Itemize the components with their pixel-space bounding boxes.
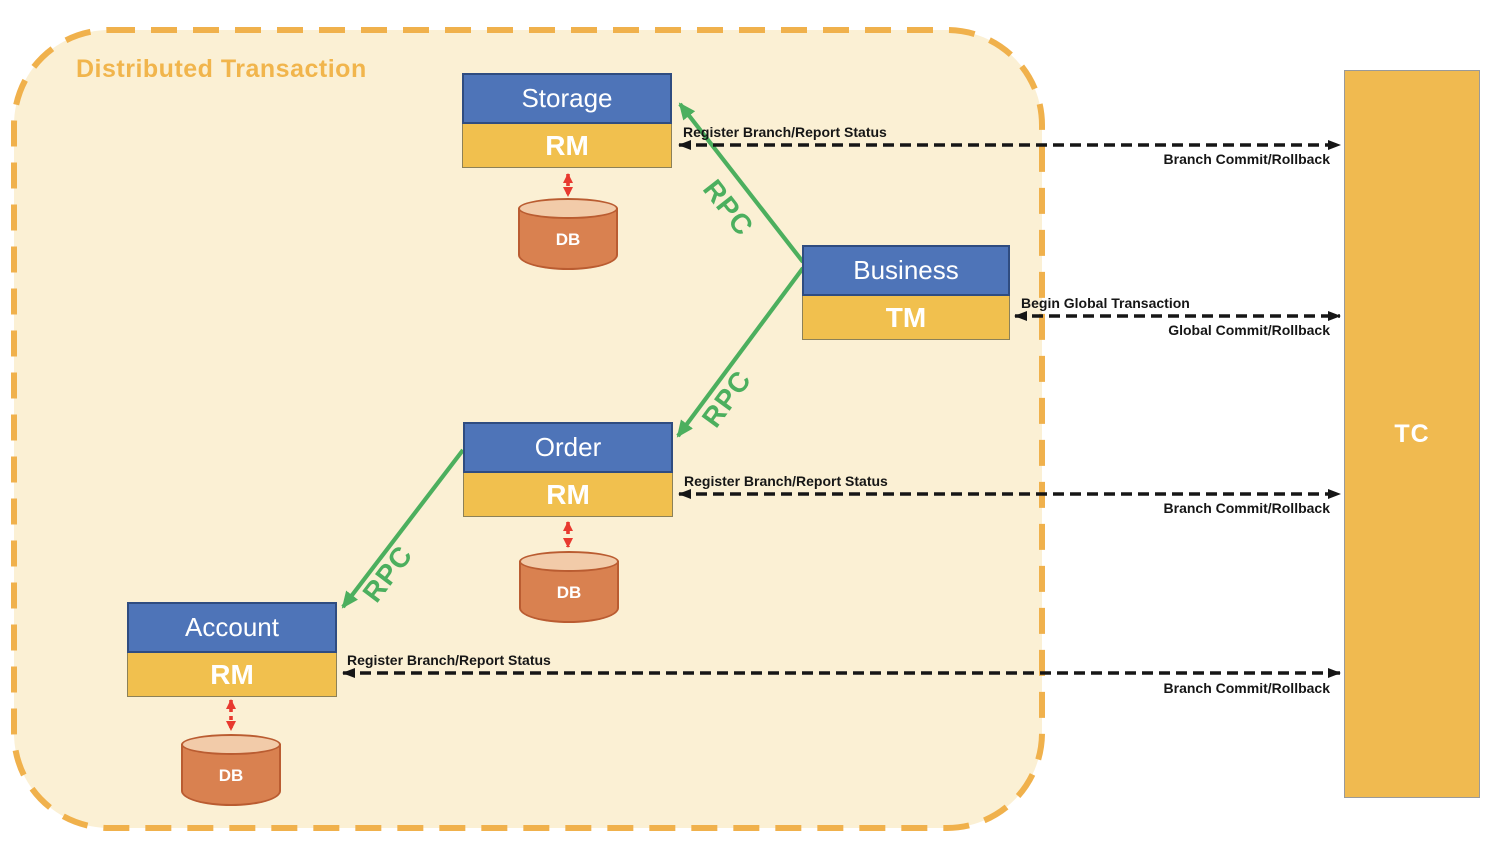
- label-order-register-branch: Register Branch/Report Status: [684, 473, 888, 489]
- node-account-role: RM: [127, 653, 337, 697]
- node-order-role: RM: [463, 473, 673, 517]
- node-account: Account RM: [127, 602, 337, 697]
- boundary-title: Distributed Transaction: [76, 55, 367, 83]
- label-storage-register-branch: Register Branch/Report Status: [683, 124, 887, 140]
- node-business-name: Business: [802, 245, 1010, 296]
- label-global-commit-rollback: Global Commit/Rollback: [1168, 322, 1330, 338]
- order-db-label: DB: [556, 583, 582, 602]
- node-tc: TC: [1344, 70, 1480, 798]
- storage-db-label: DB: [555, 230, 581, 249]
- account-db-label: DB: [218, 766, 244, 785]
- order-db: DB: [519, 551, 619, 623]
- node-business-role: TM: [802, 296, 1010, 340]
- node-order-name: Order: [463, 422, 673, 473]
- storage-db-cylinder-top: [518, 198, 618, 219]
- node-business: Business TM: [802, 245, 1010, 340]
- node-order: Order RM: [463, 422, 673, 517]
- storage-db-cylinder-body: [518, 208, 618, 270]
- node-account-name: Account: [127, 602, 337, 653]
- label-storage-branch-commit: Branch Commit/Rollback: [1163, 151, 1330, 167]
- rpc-arrow-business-to-storage: [678, 102, 805, 264]
- label-account-branch-commit: Branch Commit/Rollback: [1163, 680, 1330, 696]
- label-begin-global-transaction: Begin Global Transaction: [1021, 295, 1190, 311]
- order-db-cylinder-top: [519, 551, 619, 572]
- node-storage-role: RM: [462, 124, 672, 168]
- label-order-branch-commit: Branch Commit/Rollback: [1163, 500, 1330, 516]
- node-storage: Storage RM: [462, 73, 672, 168]
- account-db: DB: [181, 734, 281, 806]
- account-db-cylinder-top: [181, 734, 281, 755]
- storage-db: DB: [518, 198, 618, 270]
- node-storage-name: Storage: [462, 73, 672, 124]
- label-account-register-branch: Register Branch/Report Status: [347, 652, 551, 668]
- rpc-arrow-business-to-order: [676, 266, 805, 438]
- rpc-arrow-order-to-account: [341, 448, 465, 609]
- tc-label: TC: [1394, 419, 1430, 448]
